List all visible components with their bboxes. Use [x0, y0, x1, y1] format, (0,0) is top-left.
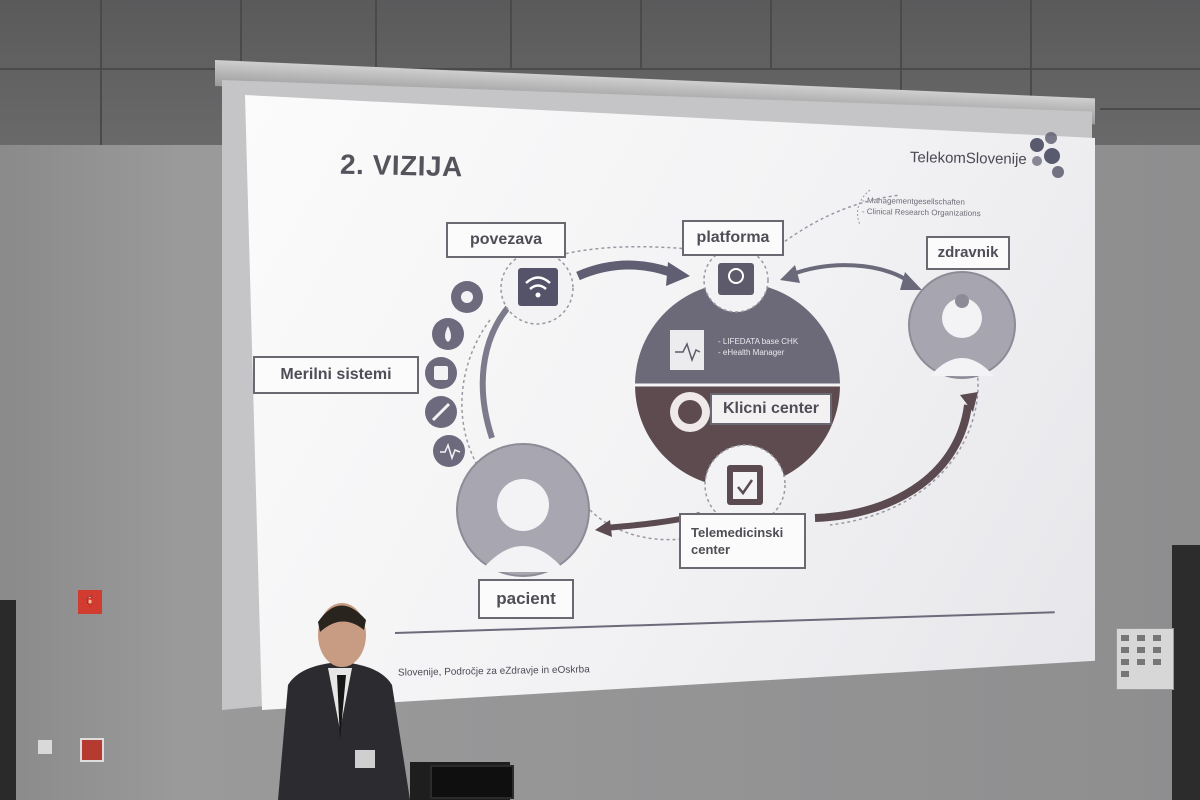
ceiling-seam: [240, 0, 242, 70]
checkmark-icon: [737, 479, 754, 496]
connector-dashed: [461, 319, 491, 471]
platform-text: - LIFEDATA base CHK - eHealth Manager: [718, 336, 798, 358]
label-platforma: platforma: [682, 220, 784, 256]
arrow-zdravnik-telemed: [814, 404, 972, 522]
patient-body-icon: [480, 546, 566, 572]
label-telemed-line: Telemedicinski: [691, 525, 784, 540]
wifi-dot: [535, 292, 541, 298]
ceiling-seam: [375, 0, 377, 70]
headset-icon-center: [678, 400, 702, 424]
label-povezava: povezava: [446, 222, 566, 258]
platform-line: - eHealth Manager: [718, 348, 785, 357]
label-telemedicinski-center: Telemedicinski center: [679, 513, 806, 569]
wifi-icon: [518, 268, 558, 306]
light-switch: [38, 740, 52, 754]
arrow-head: [960, 392, 978, 412]
label-zdravnik: zdravnik: [926, 236, 1010, 270]
ceiling-seam: [1100, 108, 1200, 110]
wifi-arc: [529, 284, 547, 290]
arrow-platforma-zdravnik: [789, 263, 912, 284]
icon-glyph: [434, 366, 448, 380]
arrow-head: [900, 272, 922, 290]
ecg-icon: [675, 342, 701, 363]
door-frame-left: [0, 600, 16, 800]
doctor-body-icon: [930, 358, 994, 376]
doctor-head-icon: [942, 298, 982, 338]
arrow-pacient-povezava: [479, 303, 513, 439]
checklist-icon-paper: [733, 472, 757, 499]
arrow-head: [595, 520, 612, 537]
ceiling-seam: [100, 0, 102, 150]
door-frame-right: [1172, 545, 1200, 800]
presenter-badge: [355, 750, 375, 768]
wifi-arc: [525, 276, 551, 284]
icon-glyph: [445, 326, 451, 342]
ceiling-seam: [640, 0, 642, 70]
platforma-icon-ring: [728, 268, 744, 284]
label-telemed-line: center: [691, 542, 731, 557]
connector-dashed: [829, 359, 979, 526]
icon-glyph: [461, 291, 473, 303]
head-mirror-icon: [955, 294, 969, 308]
document-icon: [670, 330, 704, 370]
platform-line: - LIFEDATA base CHK: [718, 337, 799, 346]
bracket-connector: [857, 189, 871, 226]
heart-rate-icon: [433, 435, 465, 467]
fire-alarm-box: [80, 738, 104, 762]
label-pacient: pacient: [478, 579, 574, 619]
connector-dashed: [559, 245, 701, 256]
ceiling-seam: [1030, 0, 1032, 110]
laptop-screen: [430, 765, 514, 799]
arrow-head: [666, 262, 690, 286]
fire-extinguisher-sign: 🧯: [78, 590, 102, 614]
connector-dashed: [589, 509, 701, 541]
arrow-povezava-platforma: [576, 260, 672, 281]
label-klicni-center: Klicni center: [710, 393, 832, 425]
ceiling-seam: [0, 68, 1200, 70]
patient-head-icon: [497, 479, 549, 531]
ceiling-seam: [900, 0, 902, 90]
presenter-hair: [318, 605, 366, 632]
connector-dashed: [779, 194, 901, 246]
arrow-head: [780, 265, 800, 283]
icon-glyph: [431, 402, 451, 422]
wall-outlet-panel: [1116, 628, 1174, 690]
label-merilni-sistemi: Merilni sistemi: [253, 356, 419, 394]
ceiling-seam: [770, 0, 772, 70]
icon-glyph: [440, 442, 461, 461]
presenter-jacket: [278, 662, 410, 800]
ceiling-seam: [510, 0, 512, 70]
presenter-tie: [337, 675, 346, 740]
platforma-icon: [718, 263, 754, 295]
presenter: [278, 603, 410, 800]
